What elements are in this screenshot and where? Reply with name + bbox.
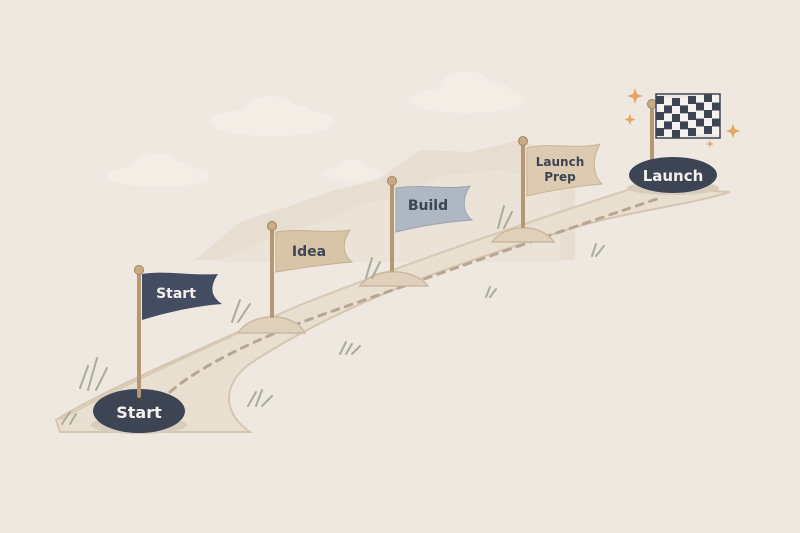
checker-square [672, 98, 680, 106]
checker-square [696, 126, 704, 135]
grass-tuft [61, 205, 605, 425]
checker-square [712, 94, 720, 103]
checker-square [672, 130, 680, 138]
checker-square [704, 110, 712, 118]
checker-square [672, 106, 680, 114]
milestone-flag-build: Build [387, 176, 474, 272]
flag-launch-prep-label-line2: Prep [544, 170, 576, 184]
checker-square [656, 96, 664, 104]
checker-square [712, 110, 720, 119]
checker-square [696, 94, 704, 103]
checker-square [680, 105, 688, 114]
checker-square [664, 121, 672, 130]
checker-square [680, 113, 688, 122]
checker-square [696, 110, 704, 119]
flag-start-label: Start [156, 286, 196, 302]
checker-square [680, 97, 688, 106]
flag-idea-label: Idea [292, 244, 326, 260]
dirt-mound [236, 227, 556, 334]
cloud [408, 71, 524, 113]
checker-border [655, 93, 721, 139]
checker-square [696, 102, 704, 111]
checker-square [688, 112, 696, 120]
checker-square [712, 118, 720, 127]
sparkle-icon [624, 88, 740, 148]
checker-square [688, 120, 696, 128]
checker-square [656, 120, 664, 128]
milestone-flag-start: Start [134, 265, 222, 398]
checker-square [664, 97, 672, 106]
checker-square [656, 112, 664, 120]
checkered-pattern [655, 93, 721, 139]
checker-square [704, 94, 712, 102]
checker-square [664, 113, 672, 122]
flag-launch-prep-label-line1: Launch [536, 155, 585, 169]
checker-square [680, 129, 688, 138]
checker-square [696, 118, 704, 127]
cloud [210, 96, 334, 136]
checker-square [688, 96, 696, 104]
start-stone: Start [91, 389, 187, 434]
checker-square [656, 128, 664, 136]
finish-stone: Launch [627, 157, 719, 195]
checker-square [680, 121, 688, 130]
cloud [322, 160, 382, 181]
milestone-flag-launch-prep: Launch Prep [518, 136, 604, 228]
checker-square [664, 129, 672, 138]
cloud [106, 154, 210, 187]
flag-build-label: Build [408, 198, 448, 214]
finish-stone-label: Launch [643, 167, 704, 185]
checker-square [704, 126, 712, 134]
checker-square [712, 102, 720, 111]
milestone-flag-idea: Idea [267, 221, 354, 318]
start-stone-label: Start [116, 403, 162, 422]
checker-square [688, 104, 696, 112]
checker-square [704, 118, 712, 126]
road-dashed-line [168, 196, 662, 394]
checker-square [704, 102, 712, 110]
checker-square [664, 105, 672, 114]
checker-square [688, 128, 696, 136]
checker-square [712, 126, 720, 135]
checker-square [672, 114, 680, 122]
checker-square [672, 122, 680, 130]
checker-square [656, 104, 664, 112]
